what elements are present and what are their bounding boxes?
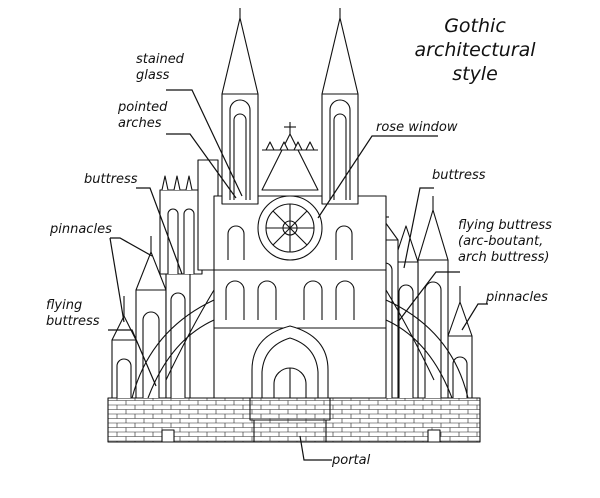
label-buttress-left: buttress	[84, 172, 138, 187]
left-tower	[135, 214, 191, 399]
leader-pinnacles-left-b	[109, 237, 125, 323]
leader-buttress-left	[136, 187, 183, 275]
leader-lines	[108, 89, 488, 461]
label-flying-buttress-left: flying buttress	[46, 298, 100, 329]
leader-pointed-arches	[166, 133, 237, 199]
leader-pinnacles-right	[461, 303, 488, 331]
diagram-title: Gothic architectural style	[414, 15, 536, 85]
leader-portal	[299, 435, 332, 461]
label-pinnacles-right: pinnacles	[486, 290, 548, 305]
flying-buttress-arcs-left	[131, 289, 215, 399]
label-pinnacles-left: pinnacles	[50, 222, 112, 237]
label-buttress-right: buttress	[432, 168, 486, 183]
leader-stained-glass	[166, 89, 243, 197]
left-aisle	[159, 159, 219, 275]
label-rose-window: rose window	[376, 120, 458, 135]
label-portal: portal	[332, 453, 371, 468]
leader-rose-window	[317, 135, 438, 219]
right-outer-tower	[447, 286, 473, 399]
leader-flying-buttress-left	[108, 329, 157, 387]
label-stained-glass: stained glass	[136, 52, 184, 83]
left-outer-tower	[111, 296, 137, 399]
leader-pinnacles-left-a	[110, 237, 153, 257]
label-pointed-arches: pointed arches	[118, 100, 168, 131]
central-facade	[213, 8, 387, 443]
right-tower	[393, 196, 449, 399]
leader-buttress-right	[403, 187, 434, 269]
label-flying-buttress-right: flying buttress (arc-boutant, arch buttr…	[458, 218, 552, 265]
flying-buttress-arcs-right	[385, 289, 469, 399]
leader-flying-buttress-right	[397, 271, 460, 323]
